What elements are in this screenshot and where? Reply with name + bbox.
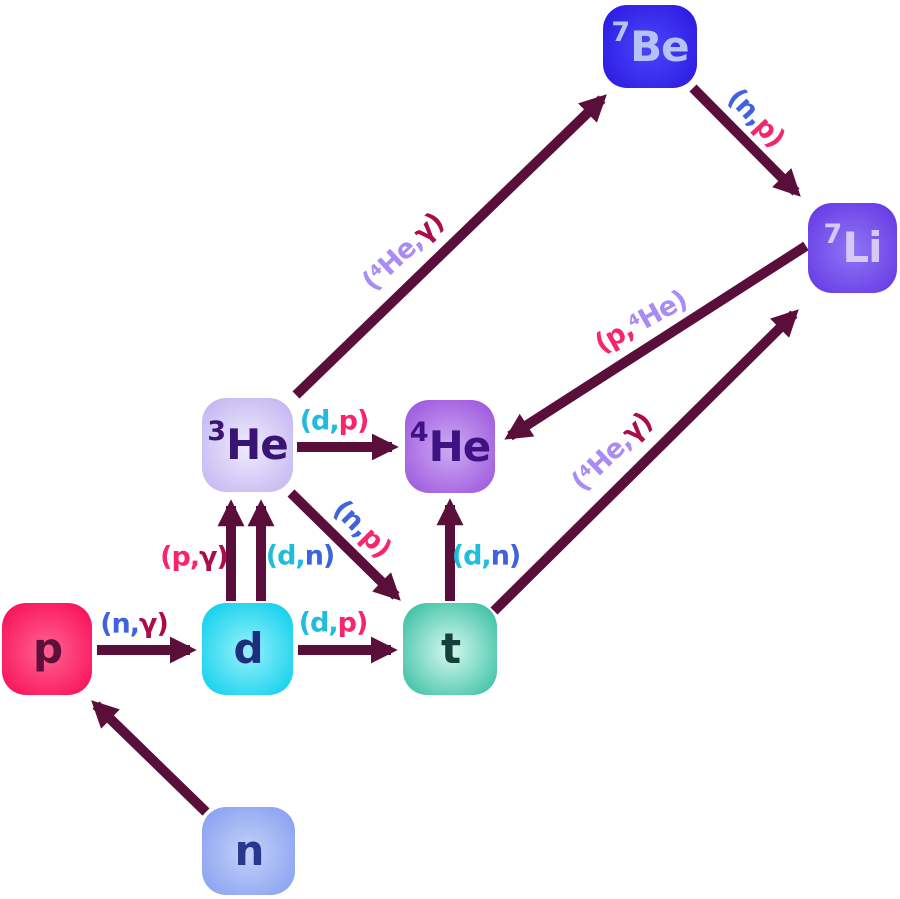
reaction-label-p-d: (n,γ)	[100, 608, 169, 640]
label-part-deuteron: (d,	[265, 540, 306, 572]
label-part-neutron: (n,	[100, 608, 140, 640]
reaction-label-d-t: (d,p)	[298, 607, 369, 639]
node-symbol: Be	[630, 21, 689, 71]
arrow-be7-li7	[689, 84, 801, 197]
reaction-label-he3-he4: (d,p)	[299, 405, 370, 437]
reaction-label-t-he4: (d,n)	[452, 543, 521, 570]
arrow-he3-t	[287, 489, 401, 601]
node-neutron: n	[202, 807, 295, 895]
node-tritium: t	[403, 603, 497, 695]
node-proton: p	[2, 603, 92, 695]
label-part-neutron: n)	[490, 540, 522, 572]
label-part-proton: p)	[337, 607, 369, 639]
arrow-t-li7	[490, 309, 799, 615]
label-part-gamma: γ)	[199, 541, 229, 573]
label-part-neutron: n)	[304, 540, 336, 572]
node-symbol: He	[428, 421, 492, 471]
node-mass-superscript: 7	[611, 17, 630, 48]
node-symbol: t	[440, 624, 461, 673]
arrow-he3-be7	[292, 94, 607, 399]
node-deuterium: d	[202, 603, 293, 695]
label-part-gamma: γ)	[139, 608, 169, 640]
label-part-deuteron: (d,	[299, 405, 340, 437]
label-part-deuteron: (d,	[298, 607, 339, 639]
node-symbol: He	[226, 420, 289, 469]
node-mass-superscript: 4	[409, 417, 429, 448]
node-mass-superscript: 7	[823, 218, 843, 250]
node-mass-superscript: 3	[207, 415, 226, 447]
node-symbol: d	[233, 624, 263, 673]
label-part-proton: p)	[338, 405, 370, 437]
arrow-li7-he4	[504, 241, 809, 441]
reaction-label-d-he3-dn: (d,n)	[266, 543, 335, 570]
arrow-n-p	[91, 700, 210, 816]
label-part-proton: (p,	[160, 541, 200, 573]
label-part-deuteron: (d,	[451, 540, 492, 572]
node-symbol: Li	[842, 223, 882, 272]
reaction-label-d-he3-pg: (p,γ)	[160, 541, 229, 573]
node-symbol: p	[32, 624, 63, 673]
node-symbol: n	[234, 826, 265, 875]
